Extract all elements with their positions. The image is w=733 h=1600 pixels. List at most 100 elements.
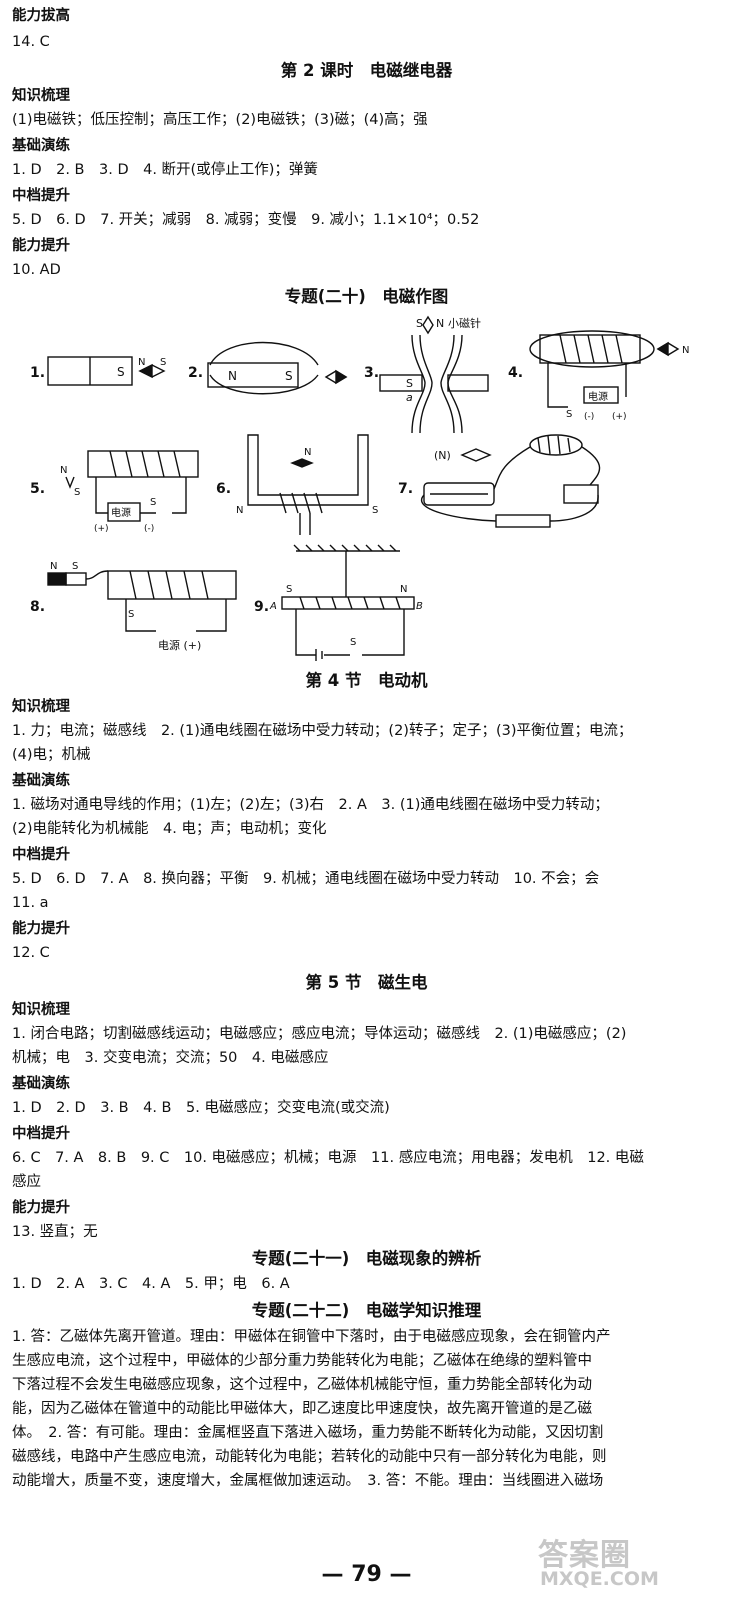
page-number: — 79 — <box>321 1562 412 1587</box>
pole-label: N <box>236 505 243 516</box>
pole-label: S <box>286 584 292 595</box>
section-heading: 中档提升 <box>12 847 70 863</box>
rheostat <box>423 482 495 506</box>
answer-line: 1. D 2. A 3. C 4. A 5. 甲；电 6. A <box>12 1276 290 1292</box>
topic-title: 专题(二十) 电磁作图 <box>284 287 449 306</box>
fig-number: 5. <box>30 481 45 497</box>
battery <box>495 514 551 528</box>
answer-line: 感应 <box>12 1174 41 1190</box>
pole-label: S <box>372 505 378 516</box>
magnet-n-end <box>47 572 67 586</box>
answer-line: 12. C <box>12 945 50 961</box>
pole-label: N <box>436 317 444 330</box>
section-heading: 知识梳理 <box>12 1002 70 1018</box>
section-heading: 中档提升 <box>12 188 70 204</box>
compass-needle-icon <box>65 476 75 489</box>
polarity-label: (-) <box>144 524 154 534</box>
answer-line: 1. D 2. B 3. D 4. 断开(或停止工作)；弹簧 <box>12 162 318 178</box>
switch-label: S <box>150 497 156 508</box>
answer-line: 生感应电流，这个过程中，甲磁体的少部分重力势能转化为电能；乙磁体在绝缘的塑料管中 <box>12 1353 592 1369</box>
solenoid <box>87 450 199 478</box>
pole-label: S <box>74 487 80 498</box>
compass-needle-icon <box>460 448 492 462</box>
answer-line: 14. C <box>12 34 50 50</box>
electromagnet-diagrams: 1. S N S 2. N S 3. S N 小磁针 S a 4. <box>30 315 689 661</box>
answer-line: (4)电；机械 <box>12 747 91 763</box>
pole-label: S <box>416 317 423 330</box>
fig-number: 1. <box>30 365 45 381</box>
switch-label: S <box>566 409 572 420</box>
section-heading: 知识梳理 <box>12 88 70 104</box>
pole-label: N <box>138 357 145 368</box>
section-heading: 中档提升 <box>12 1126 70 1142</box>
answer-line: 13. 竖直；无 <box>12 1224 98 1240</box>
solenoid <box>539 334 641 364</box>
answer-line: 下落过程不会发生电磁感应现象，这个过程中，乙磁体机械能守恒，重力势能全部转化为动 <box>12 1377 592 1393</box>
answer-line: 10. AD <box>12 262 61 278</box>
pole-label: N <box>400 584 407 595</box>
fig-number: 6. <box>216 481 231 497</box>
answer-line: 体。 2. 答：有可能。理由：金属框竖直下落进入磁场，重力势能不断转化为动能，又… <box>12 1425 604 1441</box>
watermark-url: MXQE.COM <box>540 1568 659 1590</box>
section-heading: 能力拔高 <box>12 8 70 24</box>
answer-line: 1. 磁场对通电导线的作用；(1)左；(2)左；(3)右 2. A 3. (1)… <box>12 797 609 813</box>
answer-line: 能，因为乙磁体在管道中的动能比甲磁体大，即乙速度比甲速度快，故先离开管道的是乙磁 <box>12 1401 592 1417</box>
pole-label: S <box>285 369 293 383</box>
section-heading: 基础演练 <box>12 138 70 154</box>
u-shaped-core <box>247 434 369 506</box>
fig-number: 7. <box>398 481 413 497</box>
answer-line: 5. D 6. D 7. A 8. 换向器；平衡 9. 机械；通电线圈在磁场中受… <box>12 871 600 887</box>
fig-number: 3. <box>364 365 379 381</box>
bar-magnet <box>207 362 299 388</box>
answer-line: 5. D 6. D 7. 开关；减弱 8. 减弱；变慢 9. 减小；1.1×10… <box>12 212 480 228</box>
pole-label: N <box>60 465 67 476</box>
pole-label: N <box>228 369 237 383</box>
answer-line: 6. C 7. A 8. B 9. C 10. 电磁感应；机械；电源 11. 感… <box>12 1150 644 1166</box>
power-source-label: 电源 (+) <box>158 638 201 652</box>
fig-number: 8. <box>30 599 45 615</box>
section-heading: 基础演练 <box>12 1076 70 1092</box>
switch <box>563 484 599 504</box>
point-label: a <box>406 391 413 404</box>
polarity-label: (+) <box>94 524 109 534</box>
needle-label: 小磁针 <box>448 316 481 330</box>
answer-line: 动能增大，质量不变，速度增大，金属框做加速运动。 3. 答：不能。理由：当线圈进… <box>12 1473 604 1489</box>
answer-line: 机械；电 3. 交变电流；交流；50 4. 电磁感应 <box>12 1050 329 1066</box>
answer-line: 1. 答：乙磁体先离开管道。理由：甲磁体在铜管中下落时，由于电磁感应现象，会在铜… <box>12 1329 611 1345</box>
power-source-label: 电源 <box>111 506 131 519</box>
fig-number: 9. <box>254 599 269 615</box>
power-source-label: 电源 <box>588 390 608 403</box>
lesson-title: 第 2 课时 电磁继电器 <box>280 61 453 80</box>
pole-label: S <box>72 561 78 572</box>
compass-needle-icon <box>290 458 314 468</box>
answer-line: (2)电能转化为机械能 4. 电；声；电动机；变化 <box>12 821 327 837</box>
pole-label: S <box>117 365 125 379</box>
pole-label: N <box>50 561 57 572</box>
answer-line: 1. 力；电流；磁感线 2. (1)通电线圈在磁场中受力转动；(2)转子；定子；… <box>12 723 633 739</box>
compass-needle-icon <box>422 315 434 335</box>
pole-label: S <box>406 377 413 390</box>
answer-line: 1. D 2. D 3. B 4. B 5. 电磁感应；交变电流(或交流) <box>12 1100 390 1116</box>
section-heading: 能力提升 <box>12 921 70 937</box>
polarity-label: (+) <box>612 412 627 422</box>
pole-label: (N) <box>434 449 451 462</box>
section-heading: 能力提升 <box>12 1200 70 1216</box>
solenoid <box>529 434 583 456</box>
magnet-s-end <box>65 572 87 586</box>
solenoid <box>107 570 237 600</box>
answer-line: 11. a <box>12 895 49 911</box>
switch-label: S <box>128 609 134 620</box>
polarity-label: (-) <box>584 412 594 422</box>
pole-label: S <box>160 357 166 368</box>
topic-title: 专题(二十一) 电磁现象的辨析 <box>251 1249 482 1268</box>
fig-number: 4. <box>508 365 523 381</box>
lesson-title: 第 4 节 电动机 <box>305 671 428 690</box>
point-label: B <box>416 601 423 612</box>
pole-label: N <box>304 447 311 458</box>
section-heading: 知识梳理 <box>12 699 70 715</box>
topic-title: 专题(二十二) 电磁学知识推理 <box>251 1301 482 1320</box>
section-heading: 基础演练 <box>12 773 70 789</box>
lesson-title: 第 5 节 磁生电 <box>305 973 428 992</box>
section-heading: 能力提升 <box>12 238 70 254</box>
